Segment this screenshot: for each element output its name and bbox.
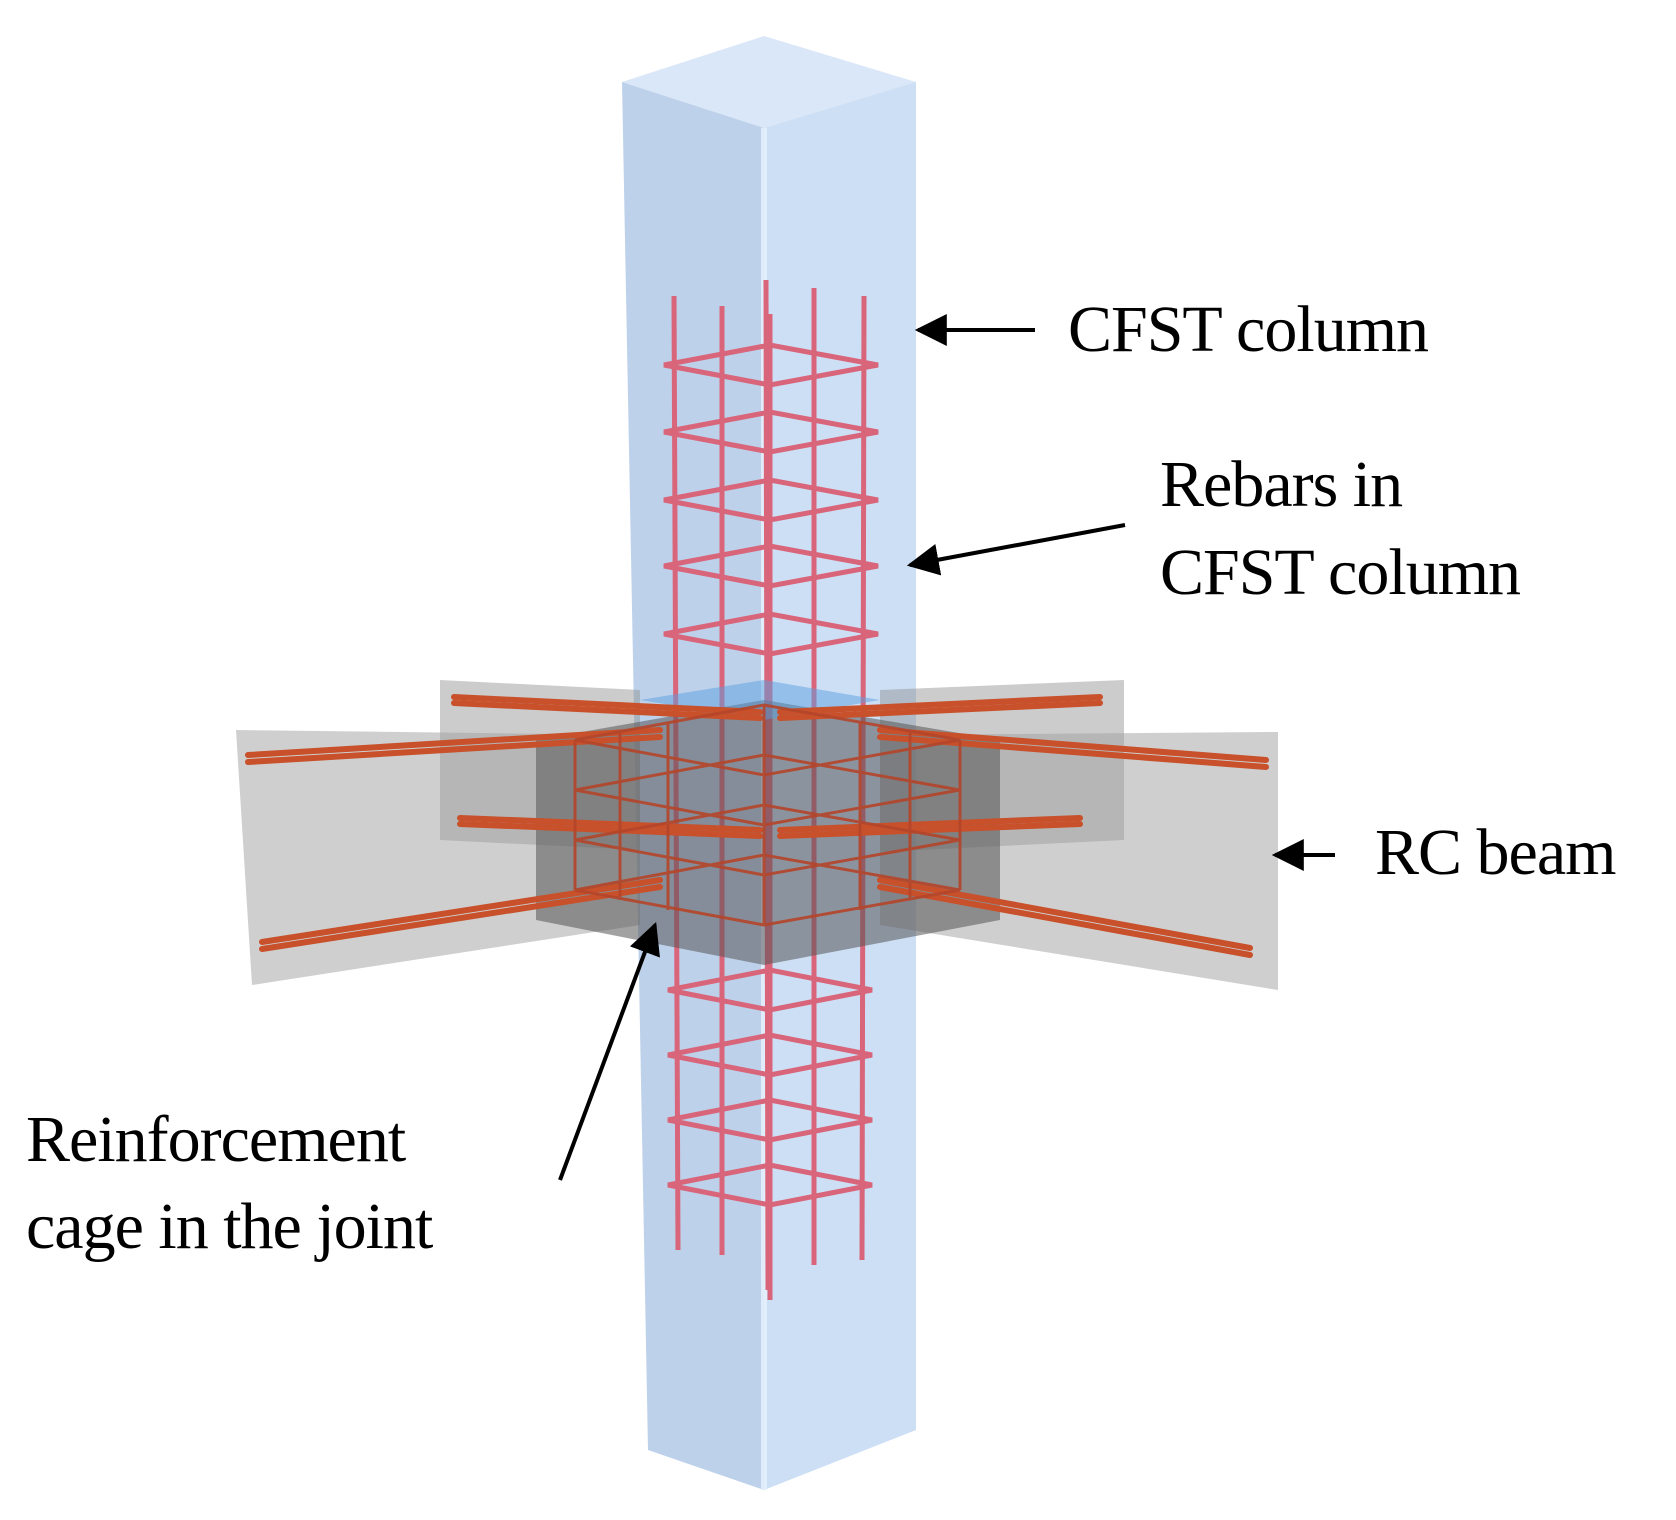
label-cage-line2: cage in the joint: [26, 1190, 433, 1263]
joint-reinforcement-cage: [573, 703, 962, 927]
arrow-cage: [558, 922, 660, 1181]
arrow-rebars: [906, 523, 1126, 576]
label-rebars-line1: Rebars in: [1160, 448, 1403, 521]
callout-arrows: [558, 314, 1335, 1181]
label-cfst-column: CFST column: [1068, 293, 1429, 366]
rc-beams: [236, 680, 1278, 990]
column-top-face: [622, 36, 916, 128]
label-rc-beam: RC beam: [1375, 816, 1616, 889]
beam-rebars: [245, 694, 1269, 958]
label-cage-line1: Reinforcement: [26, 1103, 406, 1176]
label-rebars-line2: CFST column: [1160, 536, 1521, 609]
